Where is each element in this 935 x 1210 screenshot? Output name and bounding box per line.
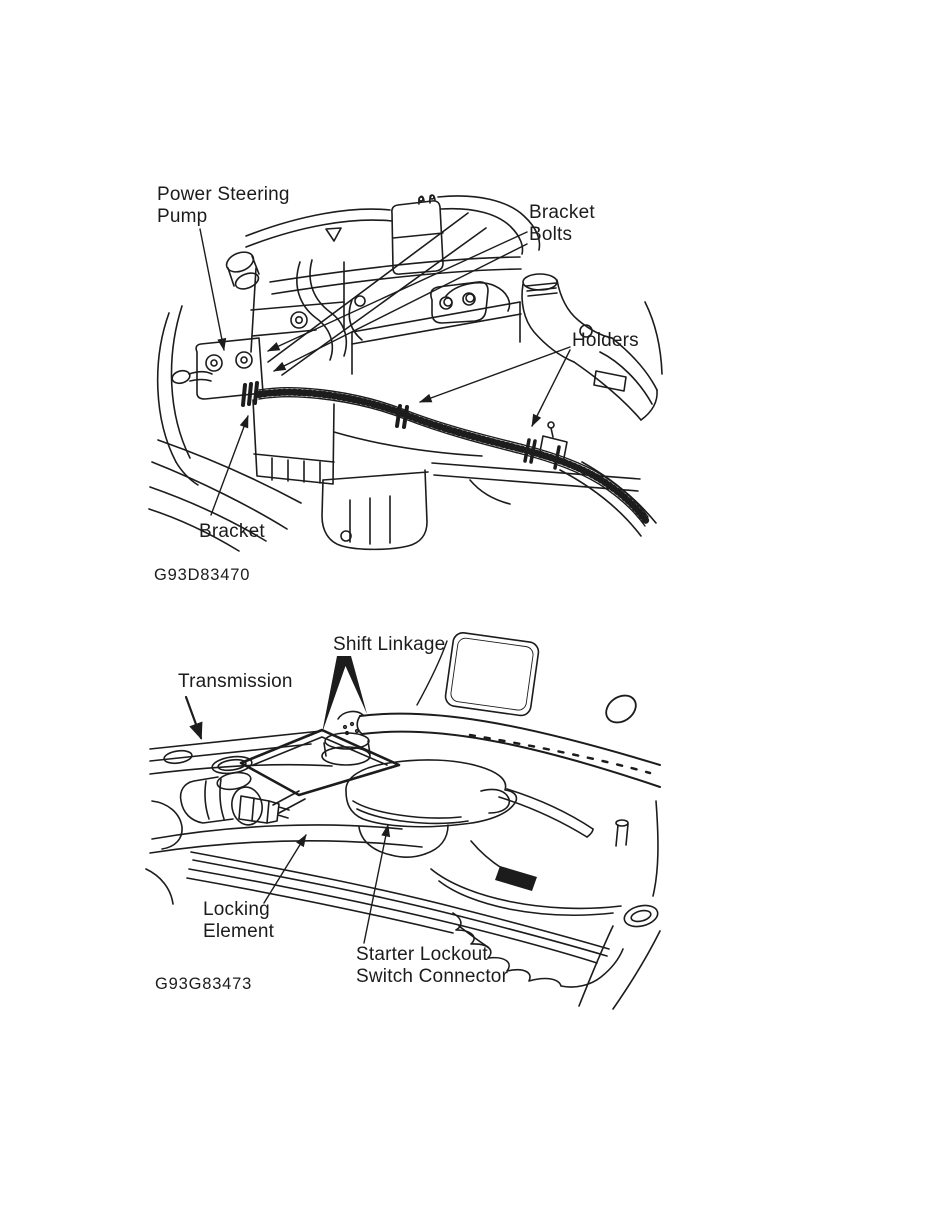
linkage-plate [239,728,401,797]
shift-rod [356,712,661,788]
label-locking-element: Locking Element [203,899,275,942]
distributor-cap [391,194,444,275]
leader-shift-linkage-rod [416,640,448,706]
figure-code-bottom: G93G83473 [155,975,253,993]
leader-bracket [210,415,249,516]
leader-locking-element [263,834,307,904]
label-power-steering-pump: Power Steering Pump [157,184,290,227]
leader-holder-2 [531,349,571,427]
oil-pan [321,469,429,551]
locking-element-part [179,771,306,826]
label-bracket-bolts: Bracket Bolts [529,202,595,245]
leader-lines-top-figure [199,228,571,516]
engine-diagram [148,194,663,552]
leader-transmission [184,695,203,740]
leader-lines-bottom-figure [184,640,448,944]
transmission-diagram [145,632,661,1010]
leader-holder-1 [419,346,571,403]
label-starter-lockout-switch-connector: Starter Lockout Switch Connector [356,944,509,987]
shift-linkage-wedge-right [341,656,367,714]
figure-code-top: G93D83470 [154,566,251,584]
label-transmission: Transmission [178,671,293,692]
label-shift-linkage: Shift Linkage [333,634,446,655]
hose-holder-right [523,421,568,470]
label-bracket: Bracket [199,521,265,542]
leader-power-steering-pump [199,228,227,351]
ribbed-hose [255,387,650,527]
leader-bracket-bolt-1 [267,231,528,352]
hose-coupler [241,381,259,407]
shift-linkage-wedge-left [322,656,349,733]
intake-duct [521,273,658,421]
hose-holder-left [395,404,409,429]
label-holders: Holders [572,330,639,351]
case-opening [444,632,540,717]
linkage-pivot [321,710,371,766]
leader-starter-lockout [363,824,391,944]
leader-bracket-bolt-2 [273,243,528,372]
starter-lockout-switch [345,759,537,891]
